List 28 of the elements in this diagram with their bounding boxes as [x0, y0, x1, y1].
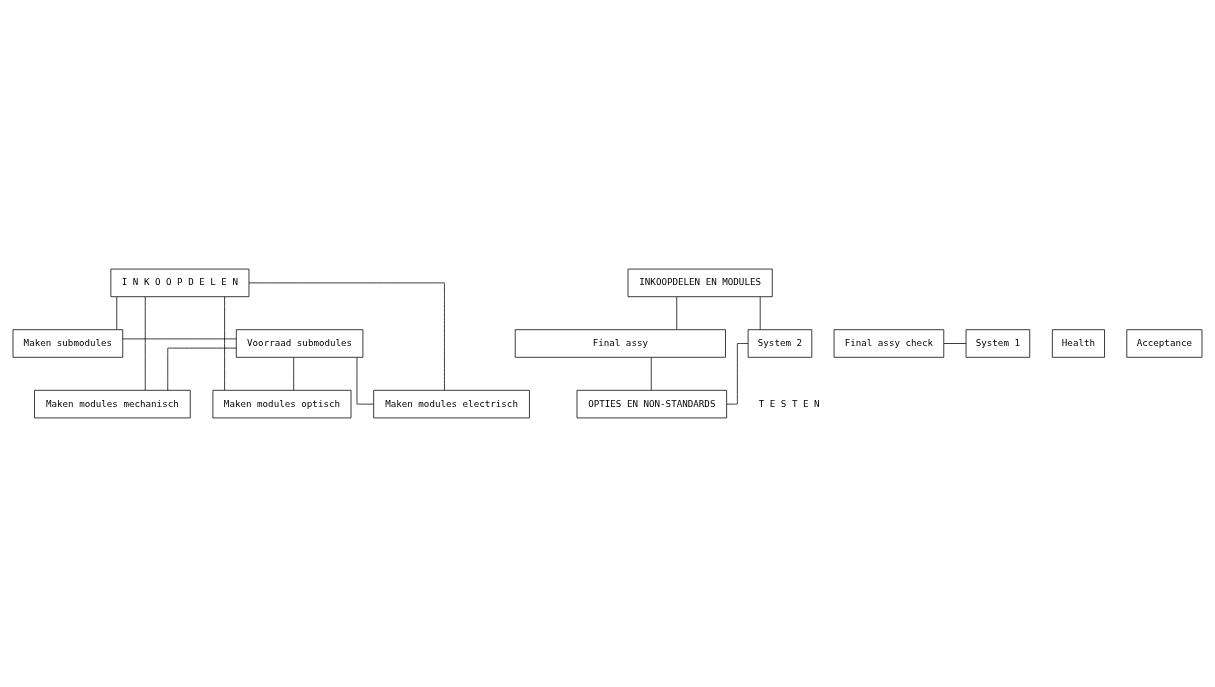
connector [356, 357, 374, 405]
node-box: INKOOPDELEN EN MODULES [627, 268, 773, 298]
node-box: OPTIES EN NON-STANDARDS [576, 389, 727, 419]
connector [759, 296, 761, 330]
node-box: System 1 [965, 329, 1031, 358]
connector [122, 338, 237, 340]
connector [248, 282, 445, 391]
label: T E S T E N [758, 397, 820, 409]
node-box: Voorraad submodules [235, 329, 364, 358]
connector [116, 296, 118, 330]
node-box: Maken submodules [12, 329, 124, 358]
node-box: Maken modules optisch [212, 389, 352, 419]
node-box: Final assy [514, 329, 726, 358]
node-box: Maken modules mechanisch [34, 389, 191, 419]
connector [167, 347, 237, 391]
connector [676, 296, 678, 330]
connector [224, 296, 225, 391]
connector [293, 357, 295, 391]
node-box: Final assy check [833, 329, 945, 358]
node-box: Maken modules electrisch [373, 389, 530, 419]
connector [943, 343, 967, 344]
connector [726, 343, 749, 405]
node-box: Acceptance [1126, 329, 1203, 358]
node-box: Health [1051, 329, 1105, 358]
node-box: System 2 [747, 329, 813, 358]
connector [144, 296, 146, 391]
connector [650, 357, 652, 391]
node-box: I N K O O P D E L E N [110, 268, 250, 298]
